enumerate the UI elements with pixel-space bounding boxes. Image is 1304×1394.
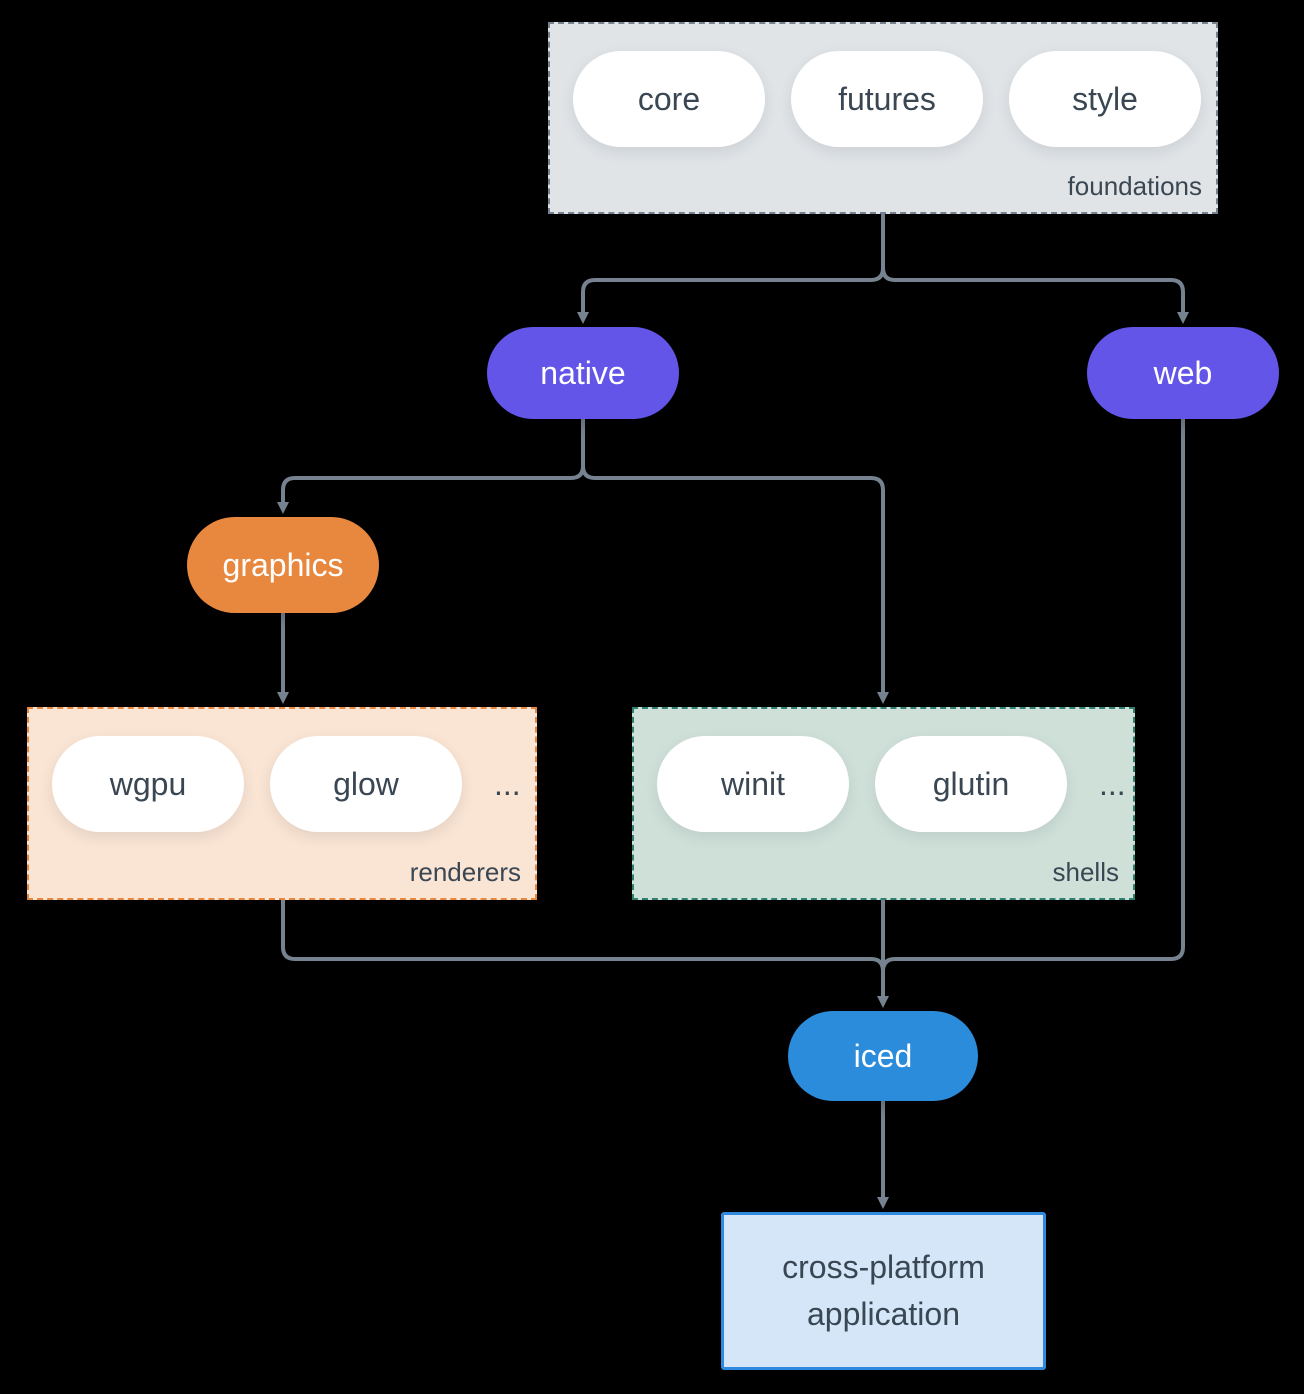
foundations-pill-row: core futures style	[573, 51, 1201, 147]
node-glow: glow	[270, 736, 462, 832]
shells-label: shells	[1052, 857, 1119, 887]
node-cross-platform-application: cross-platform application	[721, 1212, 1046, 1370]
node-graphics: graphics	[187, 517, 379, 613]
shells-ellipsis: ...	[1099, 765, 1126, 802]
node-wgpu: wgpu	[52, 736, 244, 832]
node-winit: winit	[657, 736, 849, 832]
edge-renderers-merge	[281, 900, 885, 972]
node-futures: futures	[791, 51, 983, 147]
foundations-label: foundations	[1067, 171, 1202, 201]
node-style: style	[1009, 51, 1201, 147]
edge-foundations-web	[881, 214, 1189, 324]
edge-foundations-native	[577, 214, 885, 324]
renderers-ellipsis: ...	[494, 765, 521, 802]
renderers-label: renderers	[409, 857, 521, 887]
renderers-pill-row: wgpu glow ...	[52, 736, 521, 832]
shells-pill-row: winit glutin ...	[657, 736, 1126, 832]
node-native: native	[487, 327, 679, 419]
group-renderers: wgpu glow ... renderers	[27, 707, 537, 900]
edge-native-shells	[581, 419, 889, 704]
node-glutin: glutin	[875, 736, 1067, 832]
application-label-line1: cross-platform	[782, 1249, 985, 1285]
group-foundations: core futures style foundations	[548, 22, 1218, 214]
group-shells: winit glutin ... shells	[632, 707, 1135, 900]
edge-native-graphics	[277, 419, 585, 514]
node-iced: iced	[788, 1011, 978, 1101]
node-web: web	[1087, 327, 1279, 419]
node-core: core	[573, 51, 765, 147]
application-label-line2: application	[807, 1296, 960, 1332]
